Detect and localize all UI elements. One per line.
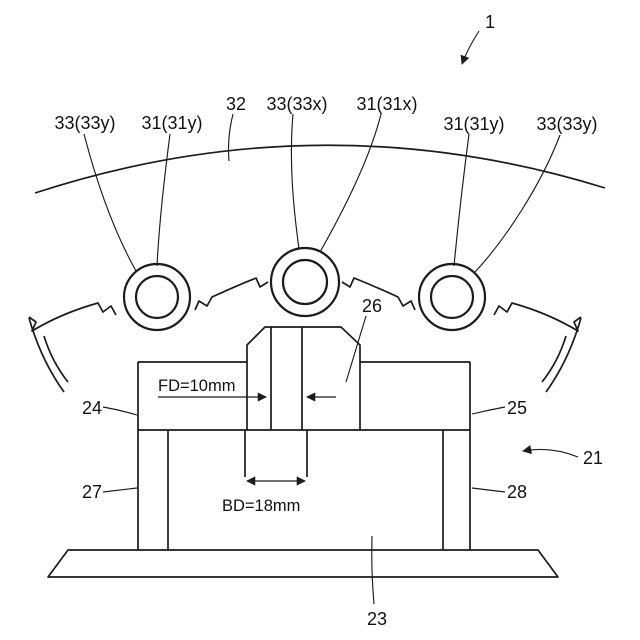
leader-ref-33y-right: [474, 134, 561, 273]
housing-legs: [137, 430, 471, 550]
leader-ref-23: [371, 535, 375, 605]
ring-right-inner: [429, 274, 475, 320]
label-ref-31x: 31(31x): [356, 94, 417, 114]
center-block: [246, 326, 361, 430]
label-ref-26: 26: [362, 296, 382, 316]
stator-inner-edge: [28, 277, 582, 393]
bore-lines: [244, 327, 308, 477]
arrow-ref-21: [522, 445, 579, 458]
label-ref-1: 1: [485, 12, 495, 32]
label-ref-31y-right: 31(31y): [443, 114, 504, 134]
label-ref-31y-left: 31(31y): [141, 113, 202, 133]
leader-ref-24: [102, 406, 138, 416]
ring-right-outer: [417, 262, 487, 332]
leader-ref-31y-right: [453, 133, 470, 267]
leader-ref-32: [227, 113, 234, 162]
ring-center-inner: [281, 258, 329, 306]
base-plate: [47, 549, 559, 578]
label-dim-fd: FD=10mm: [158, 377, 235, 395]
upper-housing: [137, 361, 471, 431]
label-ref-28: 28: [507, 482, 527, 502]
label-ref-32: 32: [226, 94, 246, 114]
leader-ref-31y-left: [156, 133, 171, 267]
label-dim-bd: BD=18mm: [222, 497, 300, 515]
outer-arc: [34, 144, 606, 194]
label-ref-33x: 33(33x): [266, 94, 327, 114]
label-ref-25: 25: [507, 398, 527, 418]
label-ref-33y-right: 33(33y): [536, 114, 597, 134]
leader-ref-31x: [319, 113, 382, 253]
leader-ref-27: [102, 487, 138, 493]
leader-ref-25: [471, 406, 506, 415]
label-ref-24: 24: [82, 398, 102, 418]
label-ref-21: 21: [583, 448, 603, 468]
leader-ref-28: [471, 487, 506, 493]
leader-ref-33y-left: [83, 133, 137, 272]
arrow-ref-1: [460, 30, 480, 65]
leader-ref-33x: [290, 113, 300, 250]
label-ref-27: 27: [82, 482, 102, 502]
ring-left-inner: [134, 274, 180, 320]
leader-ref-26: [345, 315, 367, 383]
label-ref-23: 23: [367, 609, 387, 629]
ring-center-outer: [269, 246, 341, 318]
label-ref-33y-left: 33(33y): [54, 113, 115, 133]
